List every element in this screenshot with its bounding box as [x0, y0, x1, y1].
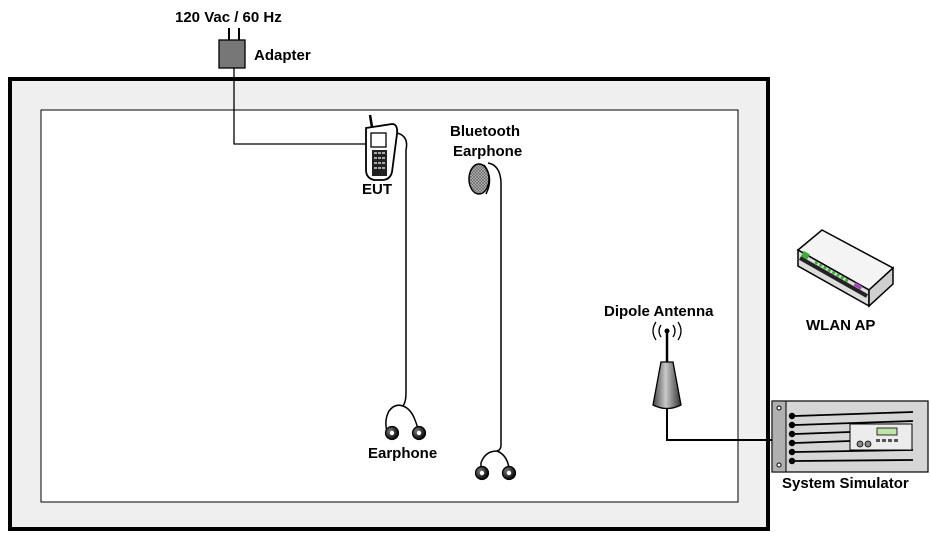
plug-adapter-icon: [218, 28, 246, 69]
eut-label: EUT: [362, 181, 392, 198]
dipole-antenna-icon: [652, 321, 682, 410]
bluetooth-earphone-icon: [468, 163, 491, 195]
bt-earphone-label-line1: Bluetooth: [450, 123, 520, 140]
adapter-cable: [233, 68, 367, 145]
dipole-antenna-label: Dipole Antenna: [604, 303, 714, 320]
earphone-label: Earphone: [368, 445, 437, 462]
power-label: 120 Vac / 60 Hz: [175, 9, 282, 26]
antenna-cable: [666, 408, 785, 441]
rack-simulator-icon: [771, 400, 929, 473]
mobile-phone-icon: [365, 114, 399, 181]
wlan-router-icon: [796, 229, 895, 308]
adapter-label: Adapter: [254, 47, 311, 64]
system-simulator-label: System Simulator: [782, 475, 909, 492]
wlan-ap-label: WLAN AP: [806, 317, 875, 334]
earbud-icon: [384, 425, 427, 441]
earbud-icon: [474, 465, 517, 481]
bt-earphone-label-line2: Earphone: [453, 143, 522, 160]
